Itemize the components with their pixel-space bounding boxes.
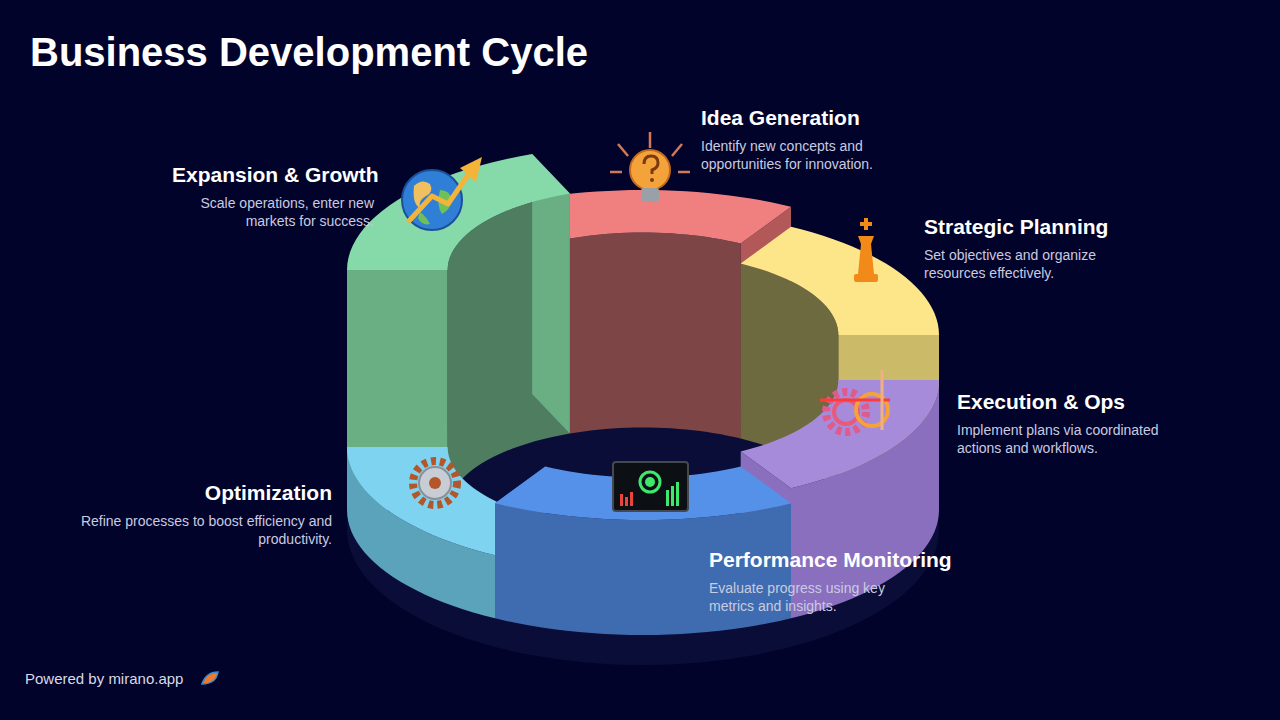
stage-description: Evaluate progress using key metrics and … <box>709 579 921 615</box>
stage-description: Scale operations, enter new markets for … <box>172 194 374 230</box>
gear-icon <box>413 461 457 505</box>
segment-label: OptimizationRefine processes to boost ef… <box>68 480 332 549</box>
inner-wall <box>570 233 741 439</box>
stage-heading: Strategic Planning <box>924 214 1136 240</box>
stage-heading: Performance Monitoring <box>709 547 921 573</box>
chess-king-icon <box>854 218 878 282</box>
gears-icon <box>820 370 890 432</box>
footer-credit: Powered by mirano.app <box>25 670 183 687</box>
segment-label: Idea GenerationIdentify new concepts and… <box>701 105 918 174</box>
top-face <box>347 154 570 270</box>
top-face <box>532 190 791 244</box>
globe-icon <box>402 157 482 230</box>
stage-description: Implement plans via coordinated actions … <box>957 421 1199 457</box>
diagram-title: Business Development Cycle <box>30 26 590 78</box>
brand-leaf <box>202 672 218 684</box>
stage-heading: Idea Generation <box>701 105 918 131</box>
segment-label: Strategic PlanningSet objectives and org… <box>924 214 1136 283</box>
segment-label: Expansion & GrowthScale operations, ente… <box>172 162 374 231</box>
stage-heading: Execution & Ops <box>957 389 1199 415</box>
dashboard-tablet-icon <box>613 462 688 511</box>
segment-label: Execution & OpsImplement plans via coord… <box>957 389 1199 458</box>
stage-heading: Expansion & Growth <box>172 162 374 188</box>
top-face <box>741 227 939 335</box>
stage-description: Set objectives and organize resources ef… <box>924 246 1136 282</box>
stage-heading: Optimization <box>68 480 332 506</box>
segment-label: Performance MonitoringEvaluate progress … <box>709 547 921 616</box>
stage-description: Refine processes to boost efficiency and… <box>68 512 332 548</box>
top-face <box>741 380 939 488</box>
stage-description: Identify new concepts and opportunities … <box>701 137 918 173</box>
bulb-icon <box>610 132 690 202</box>
